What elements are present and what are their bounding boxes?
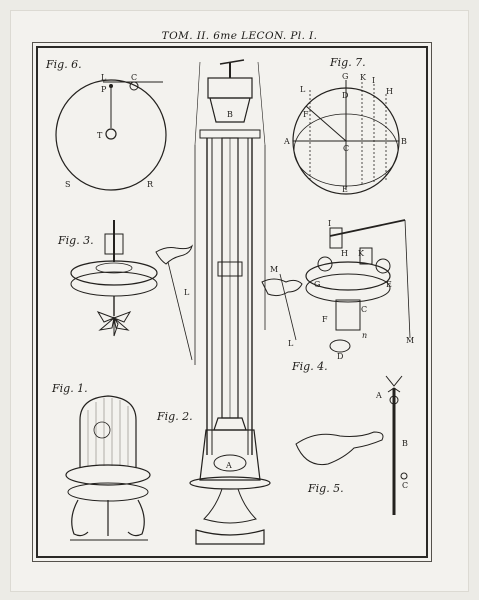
fig2-bell-top: [213, 417, 247, 431]
fig2-collar: [217, 261, 243, 277]
fig6-letter-r: R: [147, 180, 154, 189]
figure-6: Fig. 6. L C P T S R: [45, 58, 167, 191]
fig4-post-i: [329, 227, 343, 249]
fig2-crank-box: [207, 77, 253, 99]
fig6-ball-c: [129, 81, 139, 91]
fig6-circle: [55, 79, 167, 191]
fig6-letter-p: P: [101, 85, 107, 94]
fig4-cord-l: [279, 273, 297, 341]
fig4-gear-e: [375, 258, 391, 274]
fig2-top-bar: [199, 129, 261, 139]
fig2-upper-drum: [209, 97, 251, 123]
fig3-pinwheel: [96, 311, 132, 337]
fig5-caption: Fig. 5.: [307, 482, 344, 495]
fig4-letter-l: L: [288, 339, 294, 348]
fig6-letter-s: S: [65, 180, 70, 189]
fig4-hand: [261, 278, 303, 297]
fig4-letter-e: E: [386, 280, 392, 289]
fig1-bell-jar: [79, 395, 137, 468]
fig5-hand: [295, 431, 384, 466]
fig4-letter-d: D: [337, 352, 343, 361]
fig4-letter-f: F: [322, 315, 328, 324]
fig2-vessel-base: [213, 454, 247, 472]
fig2-caption: Fig. 2.: [156, 410, 193, 423]
fig7-letter-c: C: [343, 144, 349, 153]
fig7-letter-f: F: [303, 110, 309, 119]
fig7-letter-i: I: [372, 76, 375, 85]
fig6-letter-l: L: [101, 73, 107, 82]
fig5-letter-a: A: [375, 391, 382, 400]
fig2-foot: [195, 529, 265, 545]
fig1-jar-hatching: [87, 398, 129, 466]
fig5-ribbon: [385, 375, 403, 393]
fig1-caption: Fig. 1.: [51, 382, 88, 395]
fig4-cord-m: [404, 219, 411, 339]
fig3-string: [167, 261, 193, 361]
fig7-letter-e: E: [342, 185, 348, 194]
fig7-letter-h: H: [386, 87, 393, 96]
figure-4: Fig. 4. M I K H G E F C D n M L: [261, 219, 414, 373]
fig4-letter-g: G: [314, 280, 320, 289]
fig6-bob: [105, 128, 117, 140]
fig2-plinth: [189, 476, 271, 490]
fig6-letter-t: T: [97, 131, 103, 140]
fig6-pivot-p: [109, 84, 113, 88]
fig3-letter-l: L: [184, 288, 190, 297]
fig4-letter-n: n: [362, 331, 367, 340]
fig4-letter-k: K: [358, 249, 365, 258]
fig3-hand: [155, 244, 193, 265]
fig3-disc-rim: [70, 271, 158, 297]
fig4-platform-rim: [305, 273, 391, 303]
fig2-cord-top-right: [257, 61, 266, 146]
fig2-letter-a: A: [225, 461, 232, 470]
fig4-crown-wheel: [329, 339, 351, 353]
fig2-crank-handle: [219, 59, 245, 65]
plate-header: TOM. II. 6me LECON. Pl. I.: [161, 30, 318, 42]
fig3-caption: Fig. 3.: [57, 234, 94, 247]
fig4-letter-m-right: M: [406, 336, 414, 345]
figure-1: Fig. 1.: [51, 382, 151, 541]
fig7-letter-a: A: [283, 137, 290, 146]
fig6-letter-c: C: [131, 73, 137, 82]
figure-7: Fig. 7. G K L D I H F A B C E: [283, 56, 407, 195]
fig3-frame: [104, 233, 124, 255]
fig7-letter-g: G: [342, 72, 348, 81]
fig4-gear-g: [317, 256, 333, 272]
fig4-letter-m-left: M: [270, 265, 278, 274]
fig6-caption: Fig. 6.: [45, 58, 82, 71]
fig5-ball-c: [400, 472, 408, 480]
fig4-letter-i: I: [328, 219, 331, 228]
fig7-caption: Fig. 7.: [329, 56, 366, 69]
fig4-platform: [305, 261, 391, 291]
fig5-letter-b: B: [402, 439, 408, 448]
fig5-ball-a: [389, 395, 399, 405]
fig3-disc: [70, 260, 158, 286]
fig4-letter-h: H: [341, 249, 348, 258]
fig4-letter-c: C: [361, 305, 367, 314]
fig2-stand: [203, 488, 257, 524]
fig2-cord-top-left: [194, 61, 201, 146]
fig1-stand-legs: [71, 499, 145, 537]
fig7-letter-d: D: [342, 91, 348, 100]
fig1-plate: [65, 464, 151, 486]
fig3-hub: [95, 262, 133, 274]
figure-3: Fig. 3. L: [57, 220, 193, 361]
fig4-post-k: [359, 247, 373, 265]
fig2-vessel: [199, 429, 261, 481]
fig7-chord-fc: [305, 105, 347, 142]
fig1-plate-rim: [67, 482, 149, 502]
fig5-letter-c: C: [402, 481, 408, 490]
figure-5: Fig. 5. A B C: [295, 375, 408, 515]
plate-border: [36, 46, 428, 558]
fig7-letter-l: L: [300, 85, 306, 94]
fig1-sphere: [93, 421, 111, 439]
fig2-letter-b: B: [227, 110, 233, 119]
fig7-letter-k: K: [360, 73, 367, 82]
figure-2: Fig. 2. B A: [156, 59, 271, 545]
fig4-caption: Fig. 4.: [291, 360, 328, 373]
fig4-gearbox: [335, 299, 361, 331]
fig7-letter-b: B: [401, 137, 407, 146]
